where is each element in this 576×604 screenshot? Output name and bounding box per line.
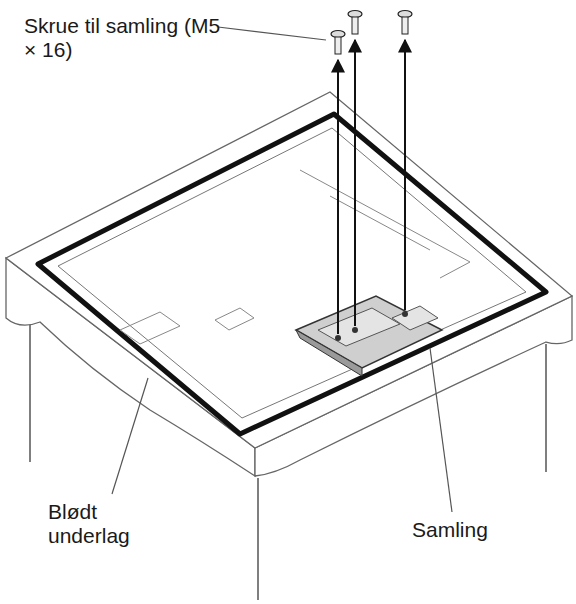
screw (331, 31, 345, 55)
table-leg (545, 344, 547, 472)
tv-panel-detail (330, 196, 430, 250)
screw (348, 11, 362, 35)
screw-head (348, 11, 362, 18)
tv-panel-detail (215, 308, 254, 330)
leader-line (112, 378, 148, 494)
screw-shaft (352, 17, 358, 34)
screw-head (398, 11, 412, 18)
stand-assembly (296, 296, 442, 368)
tv-back (38, 114, 546, 434)
screw-shaft (402, 17, 408, 34)
screw-head (331, 31, 345, 38)
screw-hole (402, 311, 408, 317)
stand-assembly-detail (318, 308, 400, 346)
screw (398, 11, 412, 35)
surface-label: Blødt underlag (48, 500, 158, 548)
leader-line (218, 27, 326, 40)
soft-cloth (6, 92, 572, 448)
table-leg (29, 318, 31, 462)
part-label: Samling (412, 518, 552, 542)
tv-panel-edge (58, 128, 526, 418)
removal-arrow (354, 40, 356, 326)
part-label: Skrue til samling (M5 × 16) (24, 14, 224, 62)
screw-shaft (335, 37, 341, 54)
table-leg (257, 478, 259, 600)
screw-hole (335, 335, 341, 341)
leader-line (430, 348, 452, 512)
screw-hole (352, 327, 358, 333)
tv-panel-detail (300, 170, 470, 278)
tv-panel-detail (120, 312, 180, 344)
removal-arrow (404, 40, 406, 310)
stand-assembly-detail (392, 306, 438, 330)
removal-arrow (337, 60, 339, 334)
